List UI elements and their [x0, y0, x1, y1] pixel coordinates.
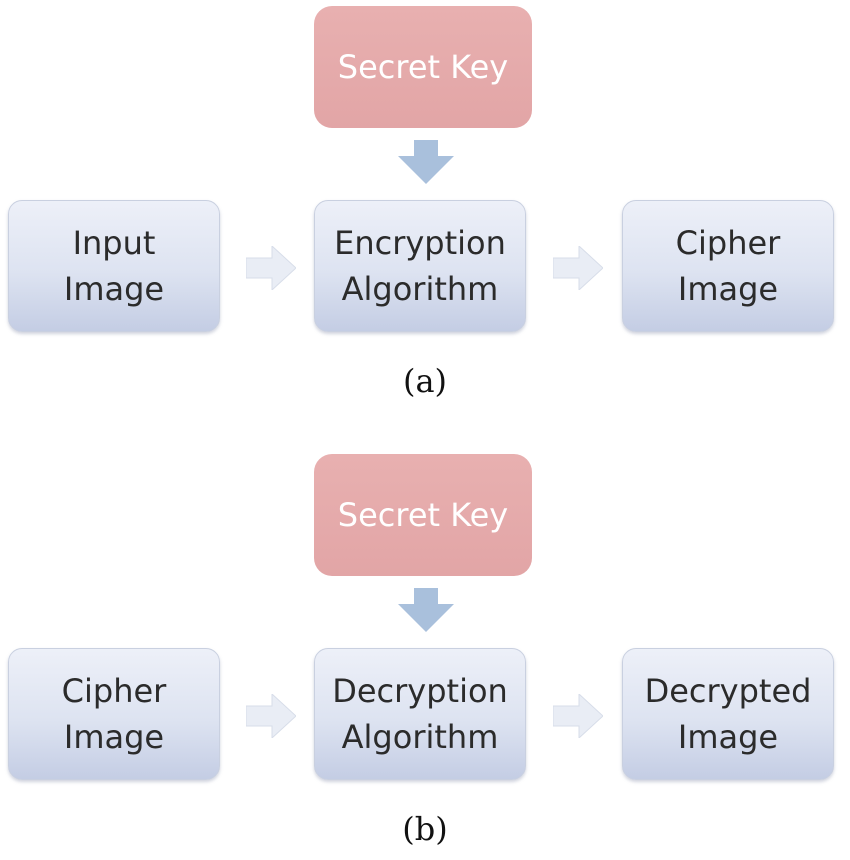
right-arrow-icon — [246, 246, 296, 290]
right-arrow-icon — [246, 694, 296, 738]
down-arrow-icon — [398, 140, 454, 184]
encryption-algorithm-box: Encryption Algorithm — [314, 200, 526, 332]
caption-a: (a) — [402, 362, 448, 400]
input-image-box: Input Image — [8, 200, 220, 332]
secret-key-box: Secret Key — [314, 6, 532, 128]
cipher-image-label: Cipher Image — [675, 224, 781, 308]
decryption-algorithm-label: Decryption Algorithm — [332, 672, 508, 756]
cipher-image-label: Cipher Image — [61, 672, 167, 756]
decryption-algorithm-box: Decryption Algorithm — [314, 648, 526, 780]
cipher-image-box: Cipher Image — [8, 648, 220, 780]
secret-key-label: Secret Key — [337, 48, 509, 86]
secret-key-box: Secret Key — [314, 454, 532, 576]
down-arrow-icon — [398, 588, 454, 632]
decrypted-image-label: Decrypted Image — [644, 672, 812, 756]
decrypted-image-box: Decrypted Image — [622, 648, 834, 780]
right-arrow-icon — [553, 694, 603, 738]
caption-b: (b) — [402, 810, 448, 848]
cipher-image-box: Cipher Image — [622, 200, 834, 332]
input-image-label: Input Image — [63, 224, 165, 308]
right-arrow-icon — [553, 246, 603, 290]
secret-key-label: Secret Key — [337, 496, 509, 534]
encryption-algorithm-label: Encryption Algorithm — [334, 224, 506, 308]
